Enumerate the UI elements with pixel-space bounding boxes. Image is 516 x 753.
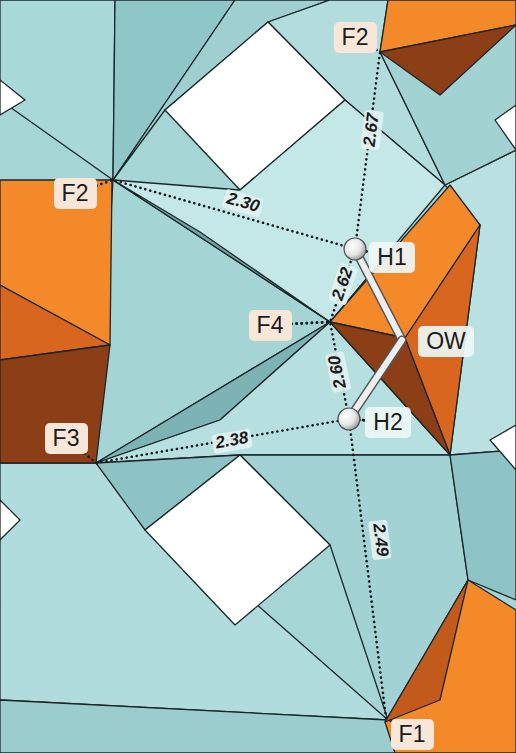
atom-label: F2	[54, 178, 97, 209]
hydrogen-bond	[85, 419, 365, 463]
atom-name: F1	[399, 723, 426, 746]
atom-name: H2	[373, 411, 402, 434]
atom-label: H1	[369, 242, 415, 273]
polyhedron-face	[0, 700, 395, 753]
atom-label: F3	[45, 423, 88, 454]
atom-label: F2	[334, 22, 377, 53]
orange-polyhedron	[0, 345, 110, 463]
distance-label: 2.49	[368, 519, 391, 560]
atom-label: F4	[249, 310, 292, 341]
void-gap	[490, 425, 516, 470]
atom-name: F4	[257, 314, 284, 337]
hydrogen-bond	[97, 180, 370, 252]
void-gap	[0, 500, 20, 540]
polyhedron-face	[96, 322, 450, 463]
atom-label: F1	[391, 719, 434, 750]
hydrogen-bond	[349, 419, 391, 721]
polyhedron-face	[450, 450, 516, 600]
atom-label: OW	[418, 326, 474, 357]
polyhedron-face	[113, 180, 330, 322]
hydrogen-atom	[344, 238, 366, 260]
void-gap	[145, 455, 330, 625]
orange-polyhedron	[385, 580, 516, 753]
atom-name: F2	[62, 182, 89, 205]
orange-polyhedron	[405, 225, 480, 455]
hydrogen-bond	[355, 50, 380, 252]
orange-polyhedron	[385, 580, 468, 722]
void-gap	[0, 80, 25, 115]
polyhedron-face	[380, 25, 516, 185]
atom-name: F3	[53, 427, 80, 450]
void-gap	[495, 105, 516, 150]
atom-label: H2	[365, 407, 411, 438]
atom-name: OW	[426, 330, 466, 353]
polyhedron-face	[0, 0, 115, 180]
orange-polyhedron	[380, 25, 516, 95]
hydrogen-atom	[338, 408, 360, 430]
atom-name: F2	[342, 26, 369, 49]
atom-name: H1	[377, 246, 406, 269]
